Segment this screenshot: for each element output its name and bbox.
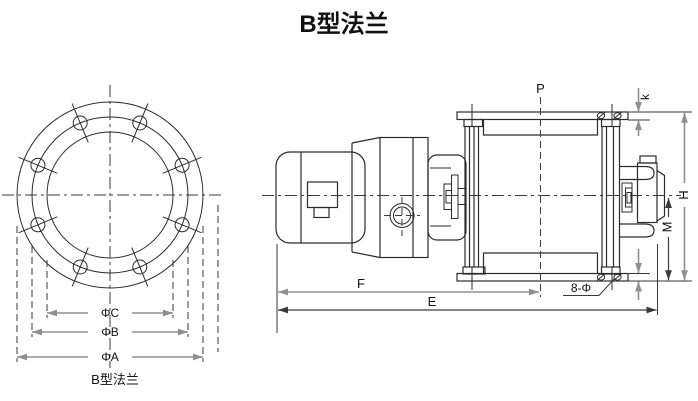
bolt-hole (162, 216, 202, 234)
dim-phi-c-label: ΦC (101, 306, 120, 320)
bolt-hole (162, 156, 202, 174)
dimension-f: F (278, 276, 539, 296)
bearing-end-cap (656, 170, 666, 222)
bearing-housing (619, 155, 666, 238)
bolt-hole (18, 216, 58, 234)
bolt-holes (18, 103, 202, 287)
dim-e-label: E (428, 294, 437, 309)
side-extension-lines (276, 111, 692, 333)
flange-extension-lines (16, 205, 219, 362)
dim-h-label: H (676, 190, 691, 199)
dimension-phi-b: ΦB (32, 325, 188, 339)
flange-view-caption: B型法兰 (91, 372, 139, 387)
flange-bore-circle (46, 131, 174, 259)
bolt-hole (18, 156, 58, 174)
dimension-k: k (635, 88, 652, 136)
assembly-side-view: P k H M (262, 81, 692, 333)
bolt-circle (31, 116, 189, 274)
dim-f-label: F (357, 276, 365, 291)
bolt-note-label: 8-Φ (571, 281, 591, 295)
drive-shaft (457, 188, 466, 205)
bolt-hole (131, 247, 149, 287)
page-title: B型法兰 (299, 10, 388, 38)
dimension-e: E (278, 294, 657, 314)
dimension-phi-c: ΦC (47, 306, 173, 320)
dim-p-label: P (536, 81, 545, 96)
dim-phi-a-label: ΦA (101, 350, 119, 364)
bearing-bottom-arm (619, 223, 655, 238)
coupling-disc (451, 174, 459, 219)
valve-top-flange (456, 111, 629, 121)
dimension-h: H (676, 112, 691, 281)
terminal-box (306, 181, 339, 209)
motor-body (275, 151, 366, 244)
bearing-top-arm (619, 165, 655, 181)
coupling (427, 154, 467, 241)
dim-k-label: k (638, 93, 652, 100)
dim-m-label: M (660, 222, 675, 233)
dimension-m: M (660, 198, 675, 281)
flange-bolt-hatches (596, 112, 622, 281)
dim-phi-b-label: ΦB (101, 325, 119, 339)
bolt-hole (131, 103, 149, 143)
coupling-guard (427, 154, 467, 241)
bolt-hole (71, 103, 89, 143)
gear-reducer (379, 136, 429, 259)
leader-line (598, 278, 615, 296)
motor (275, 143, 366, 252)
bolt-note: 8-Φ (563, 278, 615, 296)
adapter-bell (351, 136, 381, 259)
valve-bottom-flange (456, 272, 629, 282)
flange-outer-circle (16, 101, 204, 289)
terminal-box-tab (313, 206, 330, 219)
valve-body (456, 104, 629, 290)
bolt-hole (71, 247, 89, 287)
flange-front-view: ΦC ΦB ΦA B型法兰 (2, 85, 222, 387)
dimension-phi-a: ΦA (17, 350, 203, 364)
